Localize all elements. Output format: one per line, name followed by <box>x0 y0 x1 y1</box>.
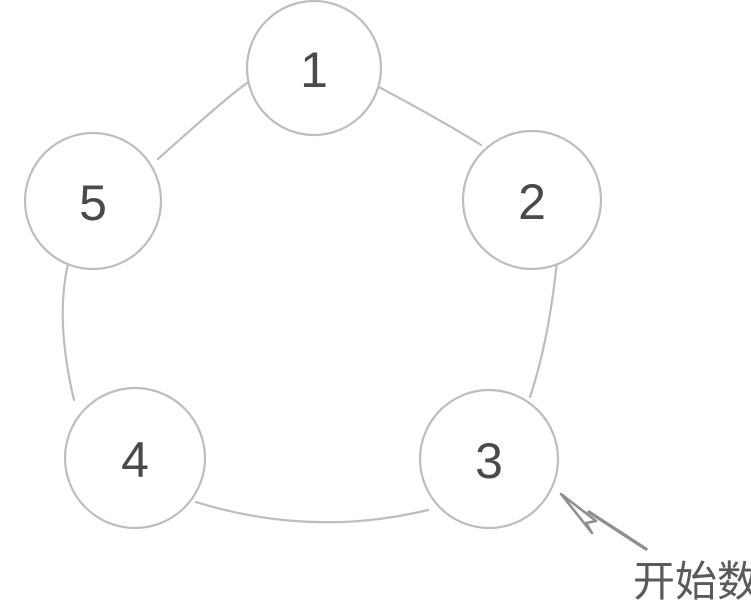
edge-node1-node2 <box>377 85 483 147</box>
node-5-circle[interactable] <box>23 131 163 271</box>
edge-node3-node4 <box>194 500 430 524</box>
arrow-head-icon <box>559 492 598 535</box>
edge-node5-node1 <box>156 80 251 161</box>
ring-edges <box>61 80 559 524</box>
node-1-circle[interactable] <box>245 0 383 137</box>
node-4[interactable]: 4 <box>63 386 207 530</box>
arrow-shaft-icon <box>587 510 648 551</box>
start-count-label: 开始数 <box>633 557 751 603</box>
node-5[interactable]: 5 <box>23 131 163 271</box>
node-3-circle[interactable] <box>418 388 560 530</box>
node-5-label: 5 <box>79 175 107 231</box>
node-3-label: 3 <box>475 433 503 489</box>
node-2[interactable]: 2 <box>461 129 603 271</box>
annotation-arrow <box>559 492 648 551</box>
node-3[interactable]: 3 <box>418 388 560 530</box>
node-2-circle[interactable] <box>461 129 603 271</box>
node-2-label: 2 <box>518 174 546 230</box>
node-4-label: 4 <box>121 432 149 488</box>
edge-node4-node5 <box>61 262 76 402</box>
node-1-label: 1 <box>300 42 328 98</box>
edge-node2-node3 <box>528 259 559 399</box>
node-1[interactable]: 1 <box>245 0 383 137</box>
node-4-circle[interactable] <box>63 386 207 530</box>
